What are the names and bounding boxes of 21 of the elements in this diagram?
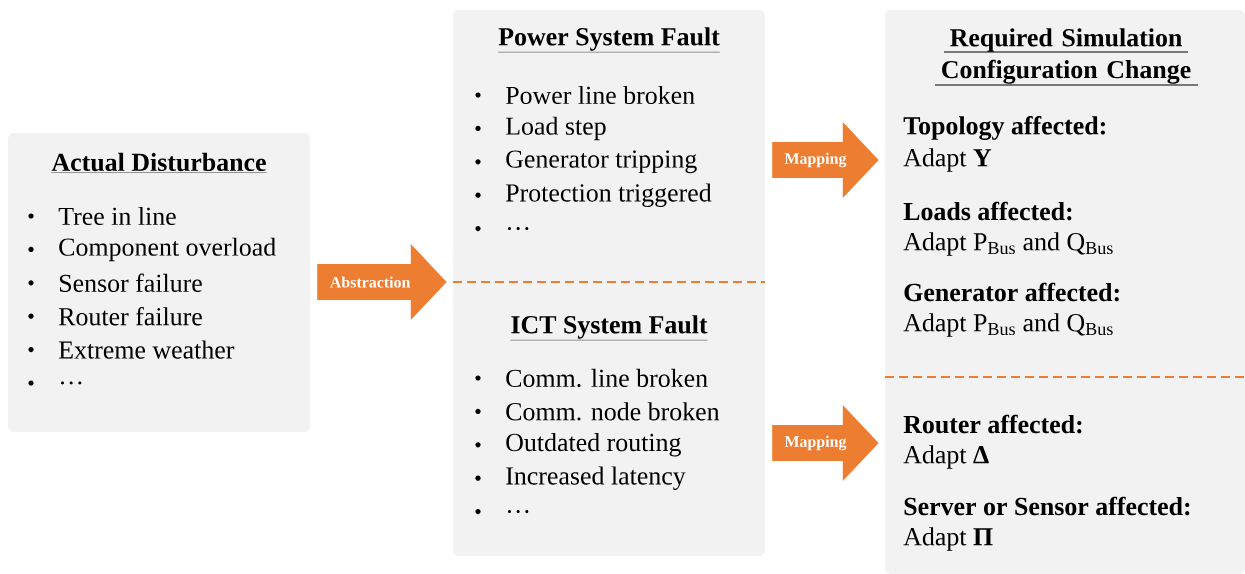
node-label: Load step xyxy=(505,116,606,141)
change-list: Topology affected: Adapt Y Loads affected: Adapt P$_{Bus}$ and Q$_{Bus}$ Generator affected: Adapt P$_{Bus}$ and Q$_{Bus}$ xyxy=(903,116,1119,337)
edge-label: Abstraction xyxy=(329,276,411,288)
node-label: Increased latency xyxy=(506,466,686,490)
node-label: Protection triggered xyxy=(505,183,712,207)
node-label: Power System Fault xyxy=(498,27,720,51)
node-label: … xyxy=(507,227,529,231)
node-label: Generator tripping xyxy=(506,150,697,174)
node-label: … xyxy=(507,510,529,514)
node-label: Comm. line broken xyxy=(506,368,708,388)
fault-list: Power System Fault Power line broken Load step Generator tripping Protection triggered … xyxy=(475,27,720,232)
edge-label: Mapping xyxy=(784,152,847,168)
node-label: Comm. node broken xyxy=(506,402,720,421)
node-label: ICT System Fault xyxy=(511,315,708,339)
node-label: Power line broken xyxy=(505,85,695,105)
disturbance-box: Actual Disturbance Tree in line Component overload Sensor failure Router failure Extreme weather … xyxy=(8,133,310,432)
fault-list: ICT System Fault Comm. line broken Comm. node broken Outdated routing Increased latency … xyxy=(475,315,720,515)
node-label: Outdated routing xyxy=(506,433,681,457)
change-list: Router affected: Adapt Δ Server or Sensor affected: Adapt Π xyxy=(903,414,1190,551)
fault-panel xyxy=(453,10,765,556)
edge-label: Mapping xyxy=(784,435,847,451)
